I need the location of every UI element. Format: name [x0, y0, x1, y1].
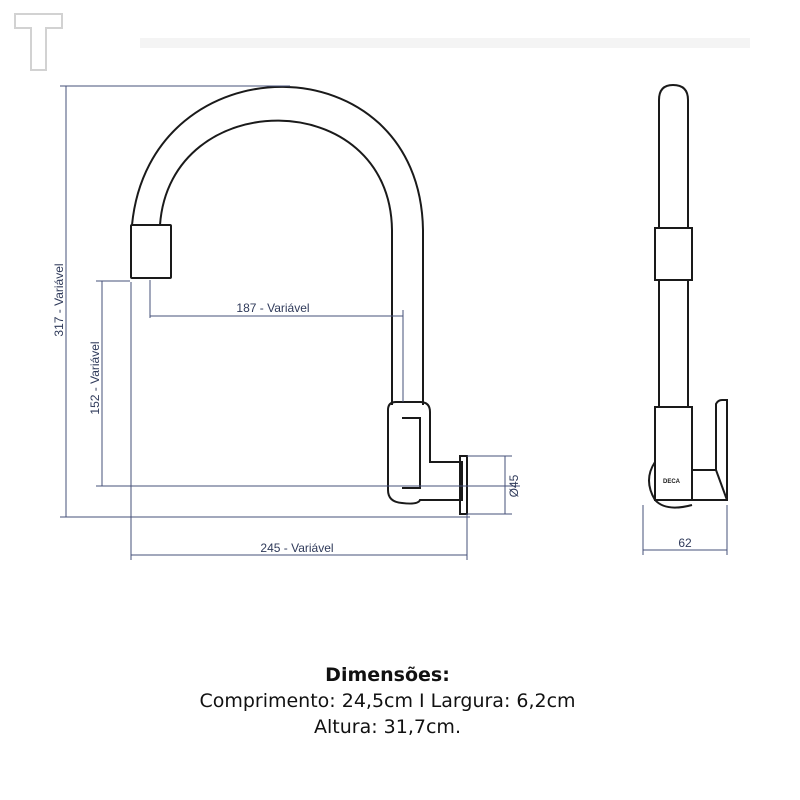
side-body	[654, 406, 693, 501]
faucet-handle-detail	[402, 417, 421, 489]
faucet-side-view	[648, 83, 728, 509]
dim-spout-height-label: 152 - Variável	[88, 341, 102, 414]
faded-header-strip	[140, 38, 750, 48]
wall-flange	[459, 455, 468, 515]
caption-line-1: Comprimento: 24,5cm I Largura: 6,2cm	[199, 690, 576, 712]
aerator	[130, 224, 172, 279]
dim-total-height-label: 317 - Variável	[52, 263, 66, 336]
caption-line-2: Altura: 31,7cm.	[314, 716, 461, 738]
faucet-front-view	[130, 85, 468, 515]
side-handle	[692, 399, 728, 501]
dimensions-caption: Dimensões: Comprimento: 24,5cm I Largura…	[0, 662, 775, 740]
spout-outer-curve	[131, 85, 424, 405]
caption-heading: Dimensões:	[325, 664, 450, 686]
faucet-body	[387, 401, 463, 505]
side-spout-tube	[658, 83, 689, 228]
dim-total-length-label: 245 - Variável	[260, 541, 333, 555]
dim-spout-reach-label: 187 - Variável	[236, 301, 309, 315]
store-logo-watermark	[14, 13, 63, 71]
side-view-dimension-lines	[642, 505, 728, 555]
brand-mark: DECA	[663, 479, 681, 485]
side-aerator	[654, 227, 693, 281]
dim-base-diameter-label: Ø45	[507, 474, 521, 497]
spout-inner-curve	[159, 119, 393, 405]
front-view-dimension-lines	[60, 85, 520, 560]
dim-width-label: 62	[678, 536, 692, 550]
side-flange	[648, 461, 693, 509]
